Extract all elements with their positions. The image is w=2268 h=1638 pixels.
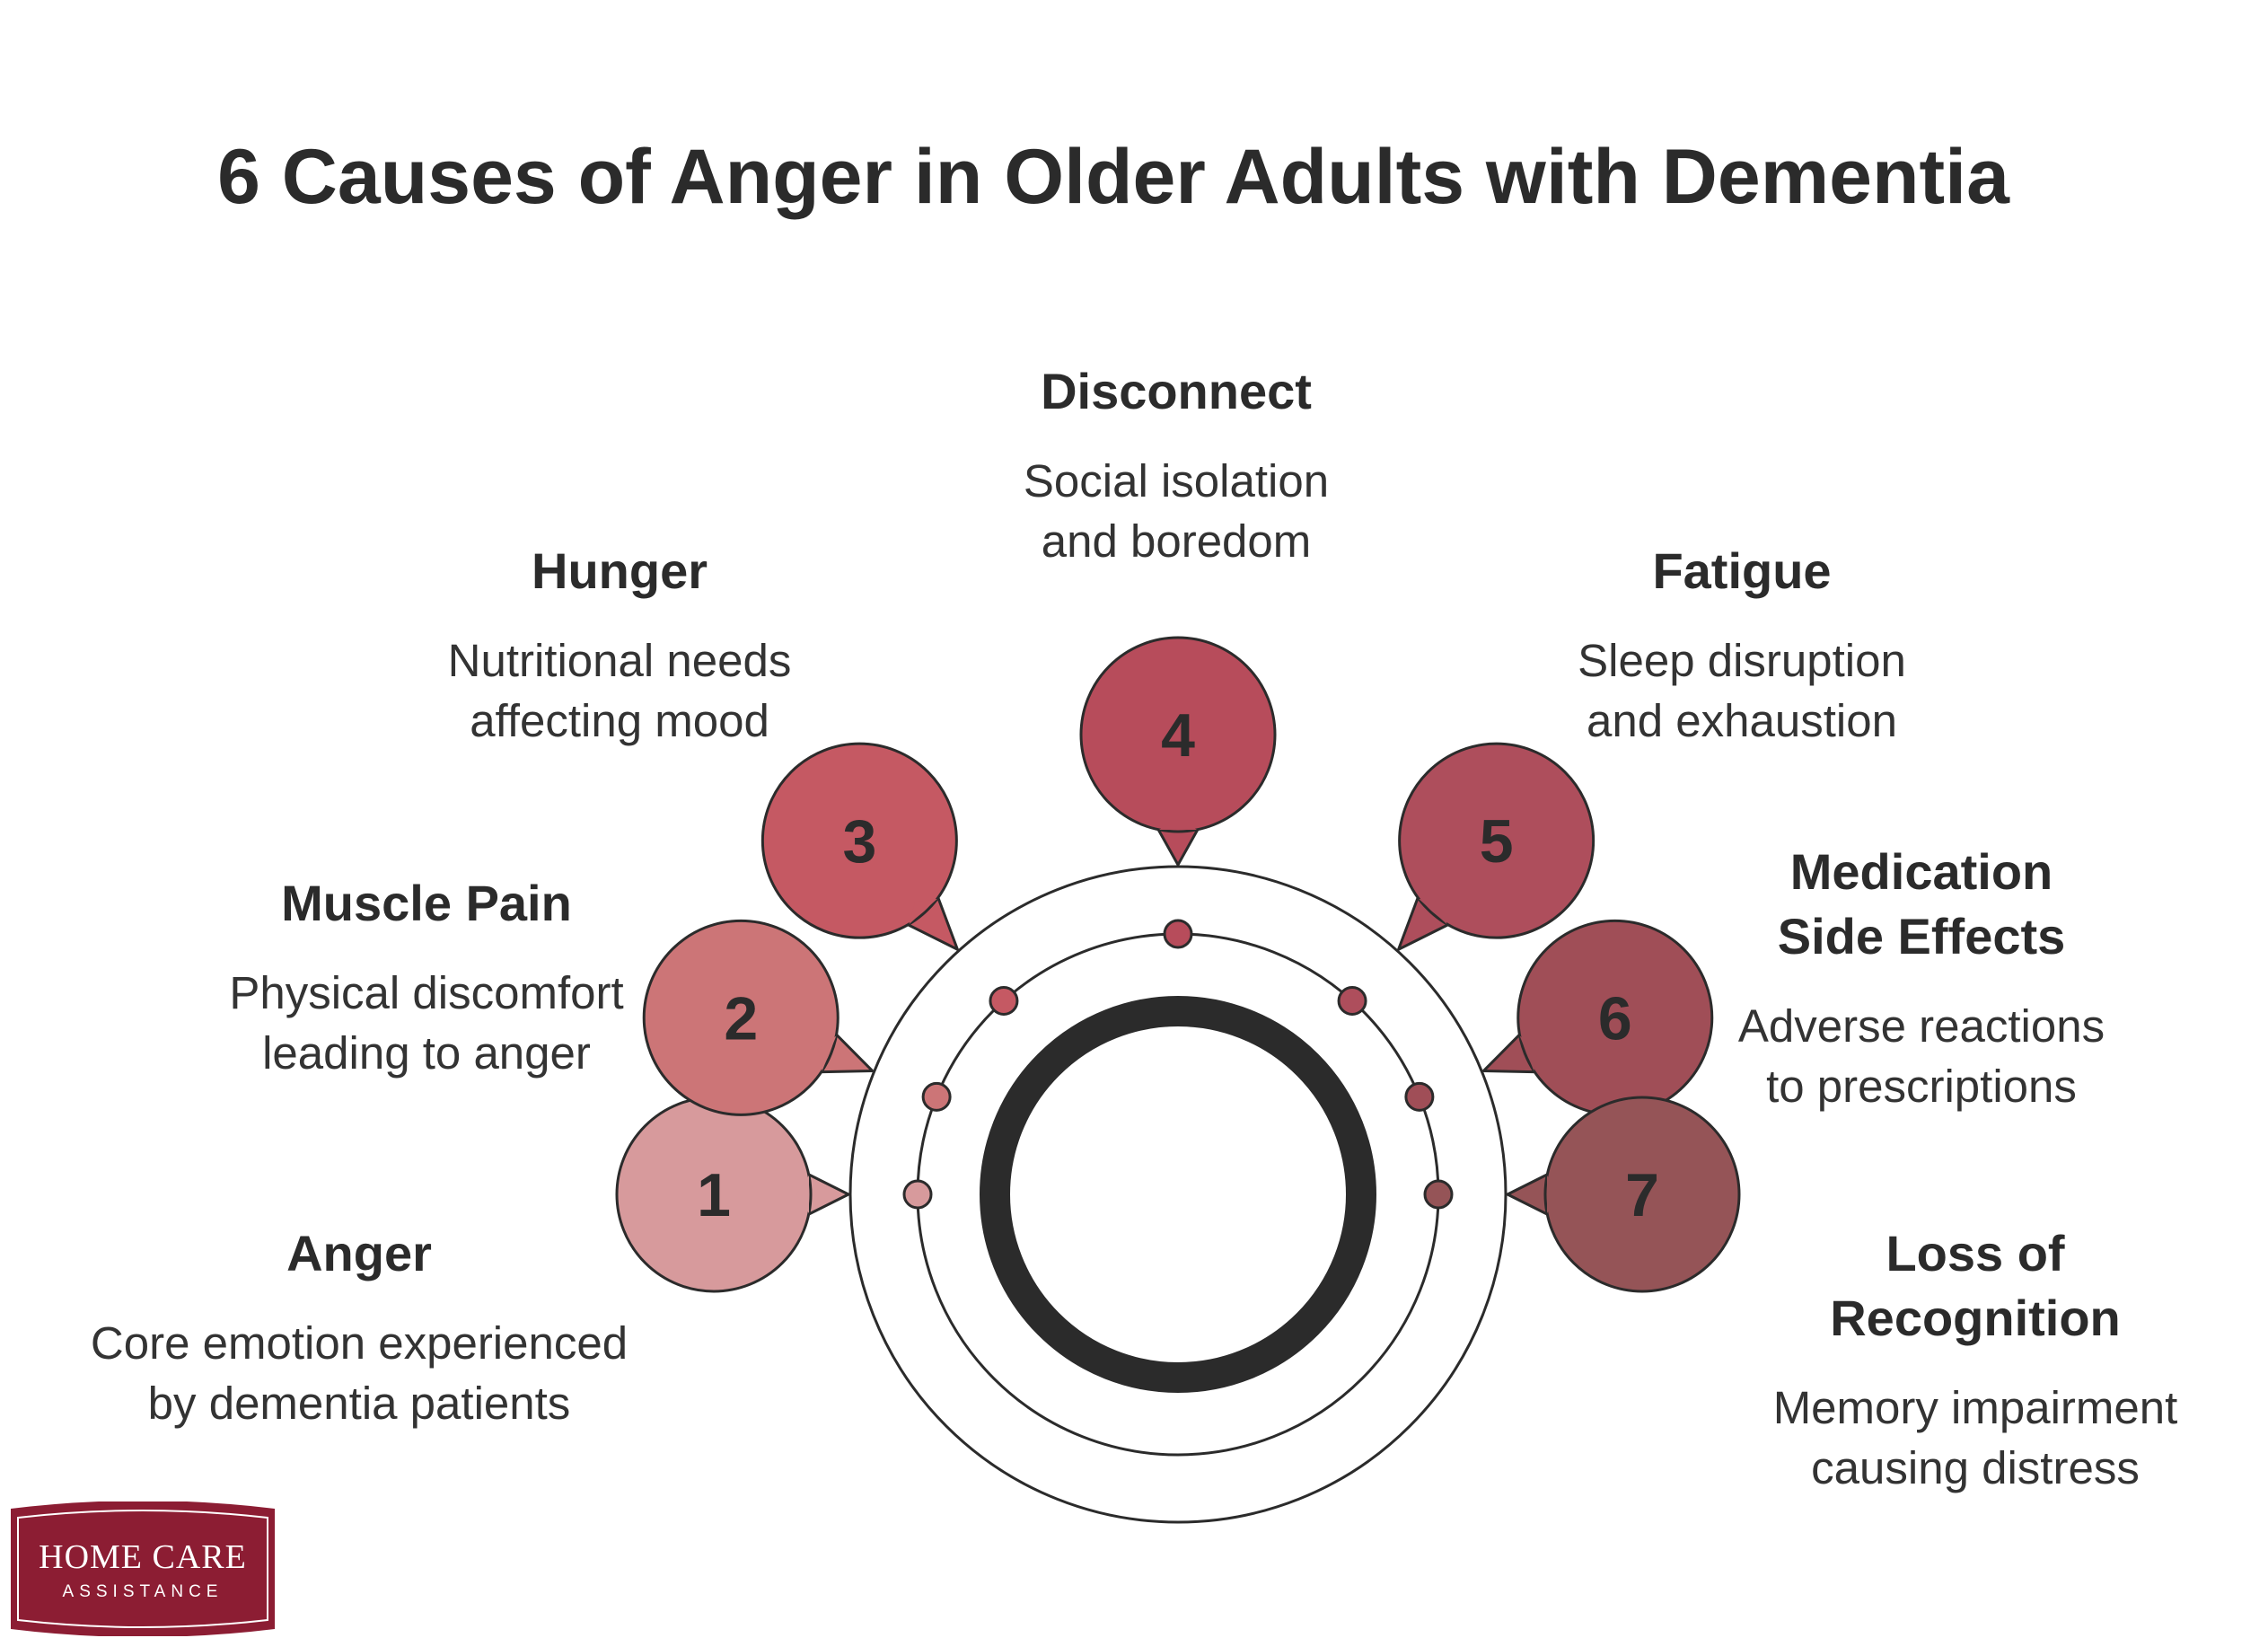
bubble-number-1: 1 bbox=[697, 1161, 731, 1229]
outer-ring bbox=[848, 865, 1508, 1524]
bubble-seam bbox=[1159, 817, 1197, 830]
bubble-seam bbox=[796, 1176, 809, 1213]
bubble-seam bbox=[1519, 1035, 1539, 1071]
cause-heading: Muscle Pain bbox=[281, 875, 572, 931]
home-care-assistance-logo: HOME CARE ASSISTANCE bbox=[7, 1502, 278, 1636]
bubble-number-3: 3 bbox=[842, 807, 876, 876]
cause-heading: Disconnect bbox=[1041, 363, 1312, 419]
bubble-circle bbox=[1398, 742, 1596, 939]
cause-bubble-1: 1 bbox=[615, 1096, 850, 1293]
bubble-seam bbox=[1419, 898, 1447, 924]
cause-heading: Medication Side Effects bbox=[1777, 843, 2066, 964]
bubble-seam bbox=[909, 898, 937, 924]
bubble-circle bbox=[642, 919, 840, 1116]
ring-marker-5 bbox=[1337, 985, 1367, 1016]
cause-bubble-2: 2 bbox=[642, 919, 875, 1116]
cause-bubble-7: 7 bbox=[1506, 1096, 1741, 1293]
cause-heading: Fatigue bbox=[1652, 542, 1832, 599]
bubble-seam bbox=[817, 1035, 837, 1071]
cause-description: Memory impairment causing distress bbox=[1772, 1382, 2178, 1493]
ring-marker-2 bbox=[921, 1081, 952, 1112]
ring-marker-1 bbox=[902, 1179, 933, 1210]
cause-bubble-4: 4 bbox=[1079, 636, 1277, 867]
bubble-number-5: 5 bbox=[1480, 807, 1514, 876]
bubble-number-4: 4 bbox=[1161, 701, 1195, 770]
logo-line-2: ASSISTANCE bbox=[62, 1582, 224, 1601]
bubble-number-7: 7 bbox=[1625, 1161, 1659, 1229]
bubble-circle bbox=[760, 742, 958, 939]
center-ring bbox=[980, 996, 1376, 1393]
bubble-circle bbox=[1543, 1096, 1741, 1293]
bubble-seam bbox=[1547, 1176, 1560, 1213]
cause-bubble-3: 3 bbox=[760, 742, 959, 951]
ring-marker-6 bbox=[1404, 1081, 1435, 1112]
page-title: 6 Causes of Anger in Older Adults with D… bbox=[217, 134, 2009, 220]
ring-marker-7 bbox=[1423, 1179, 1454, 1210]
cause-description: Social isolation and boredom bbox=[1023, 455, 1330, 567]
cause-bubble-5: 5 bbox=[1397, 742, 1596, 951]
bubble-number-2: 2 bbox=[724, 984, 758, 1052]
cause-heading: Anger bbox=[286, 1225, 432, 1281]
bubble-number-6: 6 bbox=[1598, 984, 1632, 1052]
cause-description: Adverse reactions to prescriptions bbox=[1737, 1000, 2105, 1112]
ring-marker-4 bbox=[1163, 919, 1193, 949]
cause-description: Physical discomfort leading to anger bbox=[229, 967, 624, 1079]
cause-heading: Hunger bbox=[532, 542, 708, 599]
cause-description: Core emotion experienced by dementia pat… bbox=[90, 1317, 629, 1429]
logo-line-1: HOME CARE bbox=[39, 1538, 247, 1576]
ring-marker-3 bbox=[989, 985, 1019, 1016]
bubble-circle bbox=[1079, 636, 1277, 833]
cause-description: Sleep disruption and exhaustion bbox=[1578, 635, 1906, 746]
cause-heading: Loss of Recognition bbox=[1830, 1225, 2121, 1346]
cause-description: Nutritional needs affecting mood bbox=[447, 635, 792, 746]
